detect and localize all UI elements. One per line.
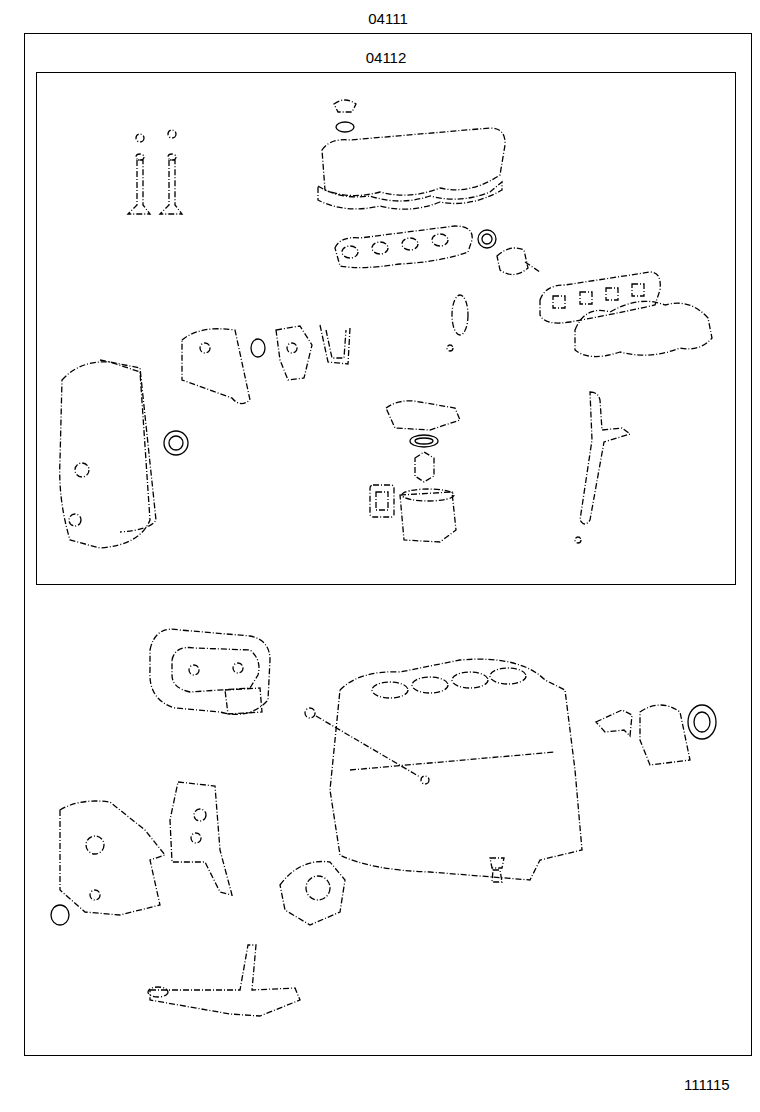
timing-cover-gaskets <box>60 325 350 548</box>
intake-gasket <box>335 226 540 275</box>
dipstick-tube <box>575 392 630 543</box>
oil-pump-gasket <box>150 629 270 714</box>
block-gasket <box>305 659 582 882</box>
front-cover-gaskets <box>51 782 345 925</box>
exhaust-gasket <box>447 272 712 357</box>
head-cover-gasket <box>318 100 505 209</box>
oil-strainer <box>148 945 300 1016</box>
kit-frame: 0411104112 <box>24 33 752 1056</box>
kit-part-number: 04112 <box>363 49 410 67</box>
valve-set <box>128 130 182 214</box>
rear-seal-parts <box>596 705 716 765</box>
water-pump-gaskets <box>370 401 460 542</box>
diagram-code: 111115 <box>684 1076 730 1094</box>
kit-part-number: 04111 <box>365 10 411 28</box>
kit-frame: 04112 <box>36 72 736 585</box>
